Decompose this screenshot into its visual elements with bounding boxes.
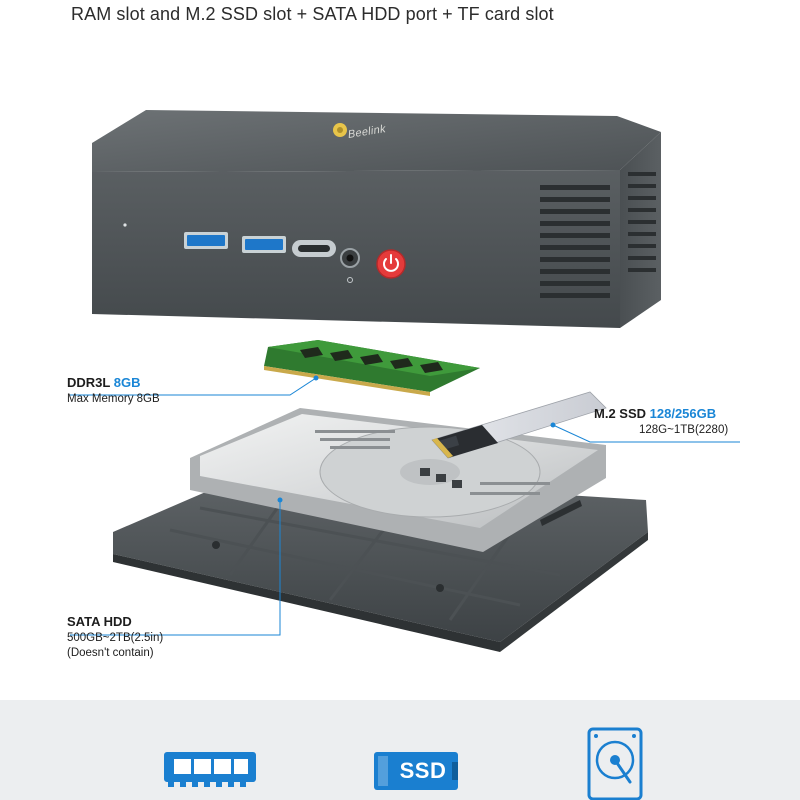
sata-hdd (190, 408, 606, 552)
callout-ssd: M.2 SSD 128/256GB 128G~1TB(2280) (594, 405, 728, 438)
ssd-icon (374, 752, 458, 790)
mini-pc-top (92, 110, 661, 172)
callout-ram: DDR3L 8GB Max Memory 8GB (67, 374, 160, 407)
power-button (376, 249, 406, 279)
callout-ssd-capacity: 128/256GB (649, 406, 717, 421)
callout-hdd-capacity: 500GB~2TB(2.5in) (67, 632, 164, 644)
m2-ssd (431, 391, 607, 459)
hard-drive-icon (587, 727, 643, 800)
callout-ram-title: DDR3L (67, 375, 111, 390)
brand-logo-icon (333, 123, 347, 137)
usb-port-1 (184, 232, 228, 249)
callout-ssd-subtitle: 128G~1TB(2280) (639, 424, 729, 436)
audio-jack (340, 248, 360, 283)
usb-c-port (292, 240, 336, 257)
mini-pc-front (92, 170, 620, 328)
callout-dot-ram (313, 375, 319, 381)
ram-module (264, 340, 480, 396)
callout-hdd-note: (Doesn't contain) (67, 647, 154, 659)
callout-dot-ssd (550, 422, 556, 428)
ssd-icon-label: SSD (399, 758, 447, 783)
exploded-view-illustration (70, 110, 740, 652)
callout-dot-hdd (277, 497, 283, 503)
mini-pc-side (620, 132, 661, 328)
usb-port-2 (242, 236, 286, 253)
callout-ram-capacity: 8GB (113, 375, 141, 390)
memory-module-icon (164, 752, 256, 787)
callout-lines (70, 377, 740, 636)
callout-hdd: SATA HDD 500GB~2TB(2.5in) (Doesn't conta… (67, 613, 163, 661)
callout-ssd-title: M.2 SSD (594, 406, 647, 421)
side-vents (540, 172, 656, 298)
callout-hdd-title: SATA HDD (67, 614, 132, 629)
callout-ram-subtitle: Max Memory 8GB (67, 393, 160, 405)
indicator-led (123, 223, 127, 227)
mini-pc (92, 110, 661, 328)
page-heading: RAM slot and M.2 SSD slot + SATA HDD por… (71, 4, 554, 24)
